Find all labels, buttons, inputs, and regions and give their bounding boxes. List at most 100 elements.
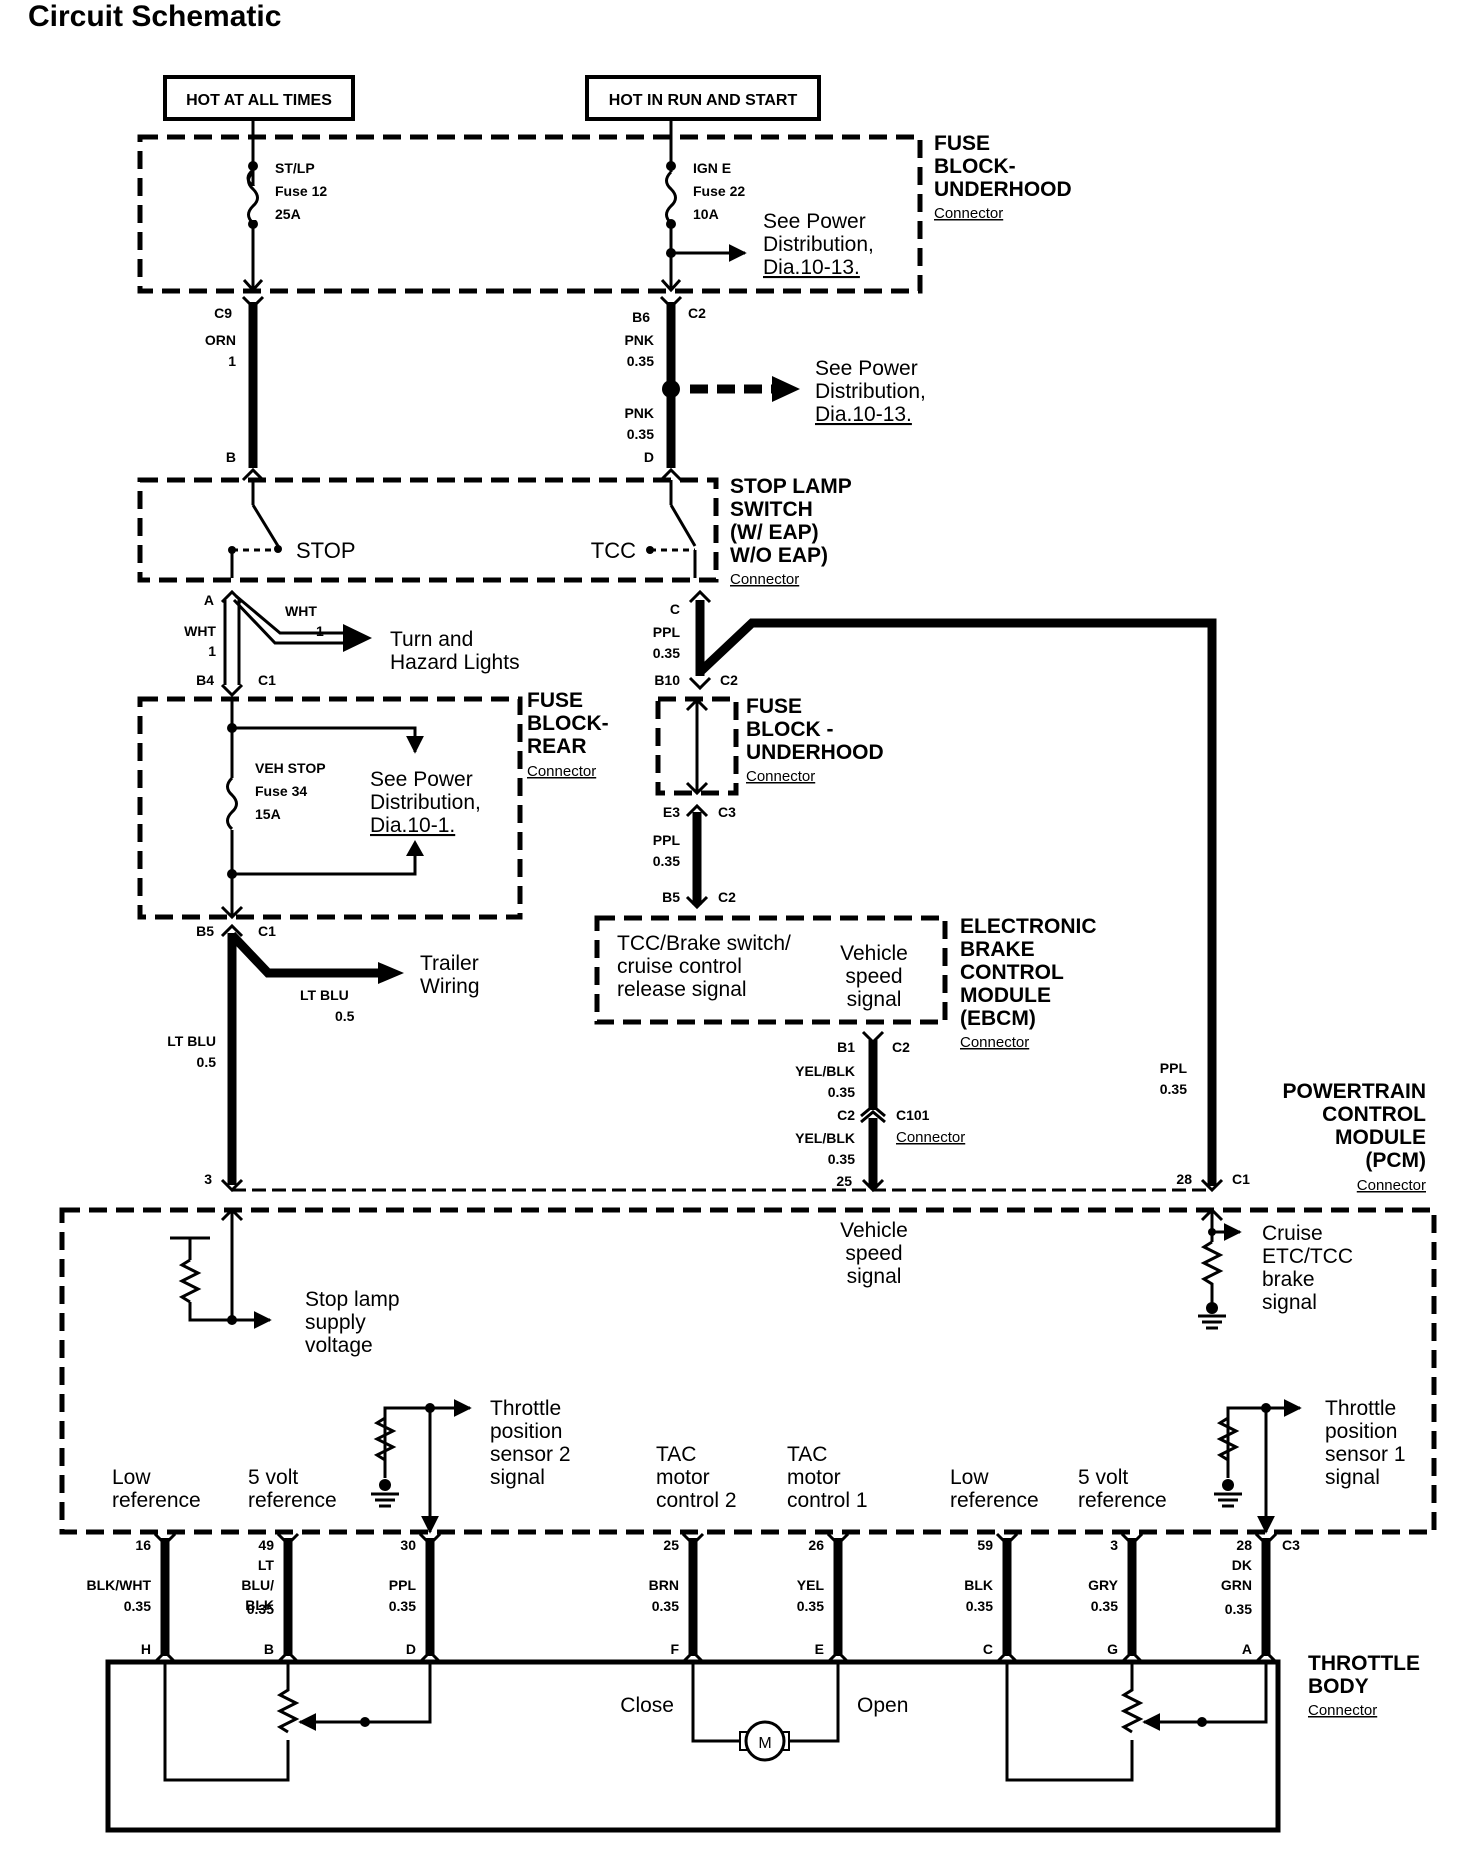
svg-text:Hazard Lights: Hazard Lights <box>390 651 520 674</box>
svg-text:Dia.10-13.: Dia.10-13. <box>763 256 860 279</box>
svg-text:Connector: Connector <box>1308 1702 1377 1719</box>
c101-connector: Connector <box>896 1129 965 1146</box>
stop-lamp-supply-label: Stop lamp supply voltage <box>305 1288 400 1357</box>
motor-lead-close <box>691 1664 742 1743</box>
splice-dot <box>360 1717 370 1727</box>
connector-chevron <box>1120 1532 1144 1547</box>
motor-lead-open <box>786 1664 840 1743</box>
yel-blk-label: YEL/BLK <box>795 1063 855 1079</box>
wht-label: WHT <box>184 623 216 639</box>
svg-text:speed: speed <box>845 965 902 988</box>
motor-icon <box>744 1720 786 1762</box>
arrow-head <box>772 376 800 402</box>
c9-label: C9 <box>214 305 232 321</box>
svg-text:Distribution,: Distribution, <box>370 791 481 814</box>
svg-text:reference: reference <box>1078 1489 1167 1512</box>
throttle-body-pin-label: A <box>1242 1641 1252 1657</box>
tps2-wiper <box>298 1664 432 1731</box>
svg-text:MODULE: MODULE <box>1335 1126 1426 1149</box>
connector-chevron <box>826 1649 850 1664</box>
see-power-distribution-3: See Power Distribution, Dia.10-1. <box>370 768 481 837</box>
svg-text:Low: Low <box>950 1466 989 1489</box>
pin-d-label: D <box>644 449 654 465</box>
ebcm-signal-tcc: TCC/Brake switch/ cruise control release… <box>617 932 791 1001</box>
svg-text:Low: Low <box>112 1466 151 1489</box>
b5-lower-label: B5 <box>196 923 214 939</box>
svg-text:CONTROL: CONTROL <box>1322 1103 1426 1126</box>
connector-chevron <box>685 697 709 712</box>
pcm-c1-label: C1 <box>1232 1171 1250 1187</box>
throttle-body-pin-label: G <box>1107 1641 1118 1657</box>
pin-a-label: A <box>204 592 214 608</box>
connector-chevron <box>681 1532 705 1547</box>
five-volt-a-label: 5 volt reference <box>248 1466 337 1512</box>
wht-branch <box>232 598 345 645</box>
svg-text:TCC/Brake switch/: TCC/Brake switch/ <box>617 932 791 955</box>
arrow-head <box>406 840 424 856</box>
cruise-brake-label: Cruise ETC/TCC brake signal <box>1262 1222 1353 1314</box>
resistor <box>1216 1416 1240 1462</box>
connector-chevron <box>1254 1649 1278 1664</box>
lt-blu-gauge: 0.5 <box>197 1054 217 1070</box>
connector-chevron <box>153 1649 177 1664</box>
wire-pin-label: 49 <box>258 1537 274 1553</box>
five-volt-b-label: 5 volt reference <box>1078 1466 1167 1512</box>
svg-text:5 volt: 5 volt <box>1078 1466 1128 1489</box>
svg-text:Distribution,: Distribution, <box>763 233 874 256</box>
b10-chevron <box>688 676 712 691</box>
trailer-wire-gauge: 0.5 <box>335 1008 355 1024</box>
svg-text:Fuse 22: Fuse 22 <box>693 183 745 199</box>
connector-chevron <box>995 1649 1019 1664</box>
pcm-title: POWERTRAIN CONTROL MODULE (PCM) Connecto… <box>1283 1080 1427 1194</box>
svg-text:BLOCK -: BLOCK - <box>746 718 834 741</box>
wire-gauge-label: 0.35 <box>247 1601 274 1617</box>
ebcm-box <box>594 915 948 1025</box>
svg-text:FUSE: FUSE <box>746 695 802 718</box>
c1-label: C1 <box>258 672 276 688</box>
pcm-ppl-label: PPL <box>1160 1060 1188 1076</box>
connector-chevron <box>681 1649 705 1664</box>
svg-text:UNDERHOOD: UNDERHOOD <box>746 741 884 764</box>
svg-text:Trailer: Trailer <box>420 952 479 975</box>
hot-at-all-times-box <box>163 75 355 121</box>
c3-label: C3 <box>718 804 736 820</box>
switch-chevron <box>659 467 683 482</box>
low-reference-b-label: Low reference <box>950 1466 1039 1512</box>
trailer-wiring-label: Trailer Wiring <box>420 952 480 998</box>
connector-chevron <box>418 1649 442 1664</box>
wire-gauge-label: 0.35 <box>389 1598 416 1614</box>
c9-chevron <box>241 295 265 310</box>
c2-label: C2 <box>688 305 706 321</box>
svg-text:control 2: control 2 <box>656 1489 737 1512</box>
svg-text:Wiring: Wiring <box>420 975 480 998</box>
svg-text:SWITCH: SWITCH <box>730 498 813 521</box>
pnk-label: PNK <box>624 332 654 348</box>
tps1-lead <box>1226 1399 1302 1478</box>
arrow-head <box>343 624 372 652</box>
svg-text:position: position <box>1325 1420 1397 1443</box>
orn-gauge: 1 <box>228 353 236 369</box>
stop-switch-blade <box>251 504 280 547</box>
pin-b-label: B <box>226 449 236 465</box>
ppl-label-2: PPL <box>653 832 681 848</box>
b6-label: B6 <box>632 309 650 325</box>
b1-label: B1 <box>837 1039 855 1055</box>
pin-c-label: C <box>670 601 680 617</box>
wire-gauge-label: 0.35 <box>797 1598 824 1614</box>
connector-chevron <box>276 1532 300 1547</box>
c101-c2-label: C2 <box>837 1107 855 1123</box>
svg-text:BODY: BODY <box>1308 1675 1369 1698</box>
ebcm-c2-label: C2 <box>892 1039 910 1055</box>
svg-text:Vehicle: Vehicle <box>840 942 908 965</box>
c1-lower-label: C1 <box>258 923 276 939</box>
connector-chevron <box>1200 1178 1224 1193</box>
svg-text:REAR: REAR <box>527 735 587 758</box>
wire-color-label: LT <box>258 1557 275 1573</box>
tcc-switch-blade <box>669 504 697 547</box>
svg-text:sensor 2: sensor 2 <box>490 1443 571 1466</box>
